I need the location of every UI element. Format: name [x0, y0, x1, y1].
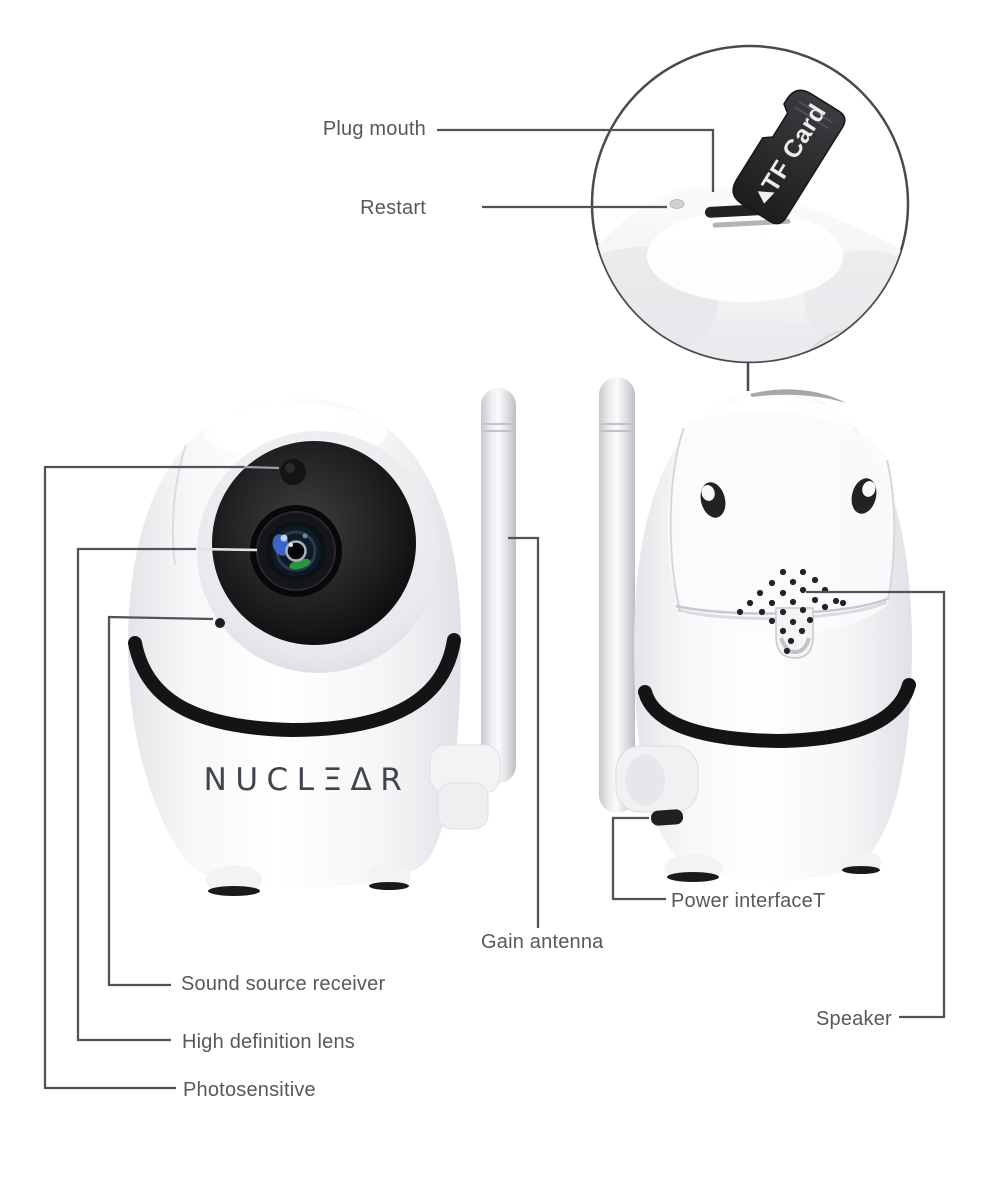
microphone-hole — [215, 618, 225, 628]
leader-sound-source-receiver — [107, 615, 214, 987]
front-seam-band — [128, 633, 461, 738]
leader-high-definition-lens — [76, 547, 196, 1042]
top-slot-shadow — [750, 389, 846, 403]
front-camera: NUCLΞΔR — [127, 388, 516, 896]
label-gain-antenna: Gain antenna — [481, 931, 604, 953]
rear-panel — [668, 411, 895, 634]
inset-detail-circle: TF Card — [590, 44, 910, 364]
front-antenna — [481, 388, 516, 783]
rear-camera — [599, 377, 916, 882]
front-foot — [367, 864, 411, 888]
restart-hole — [669, 199, 685, 209]
rear-antenna — [599, 377, 635, 813]
label-plug-mouth: Plug mouth — [322, 118, 426, 140]
label-speaker: Speaker — [816, 1008, 892, 1030]
antenna-bracket — [429, 744, 501, 830]
screw-hole-right — [851, 478, 877, 514]
label-power-interface: Power interfaceT — [671, 890, 826, 912]
label-restart: Restart — [360, 197, 426, 219]
card-insert-arrow-icon — [757, 191, 775, 204]
camera-lens — [250, 505, 342, 597]
leader-speaker — [806, 590, 946, 1019]
leader-plug-mouth — [437, 128, 715, 192]
leader-photosensitive-overlay — [243, 465, 280, 470]
leader-lines — [43, 128, 946, 1090]
leader-photosensitive — [43, 465, 244, 1090]
label-sound-source-receiver: Sound source receiver — [181, 973, 386, 995]
label-high-definition-lens: High definition lens — [182, 1031, 355, 1053]
usb-port — [651, 809, 684, 826]
label-photosensitive: Photosensitive — [183, 1079, 316, 1101]
rear-antenna-rings — [601, 423, 633, 432]
photosensitive-sensor — [280, 459, 306, 485]
rear-seam-band — [638, 678, 916, 749]
leader-power-interface — [611, 816, 666, 901]
speaker-grille — [736, 568, 847, 655]
leader-lens-overlay — [195, 547, 258, 552]
leader-gain-antenna — [508, 536, 540, 928]
screw-hole-left — [700, 482, 726, 518]
card-ridges — [794, 100, 834, 130]
front-antenna-rings — [483, 423, 514, 432]
brand-logo-text: NUCLΞΔR — [204, 762, 411, 798]
